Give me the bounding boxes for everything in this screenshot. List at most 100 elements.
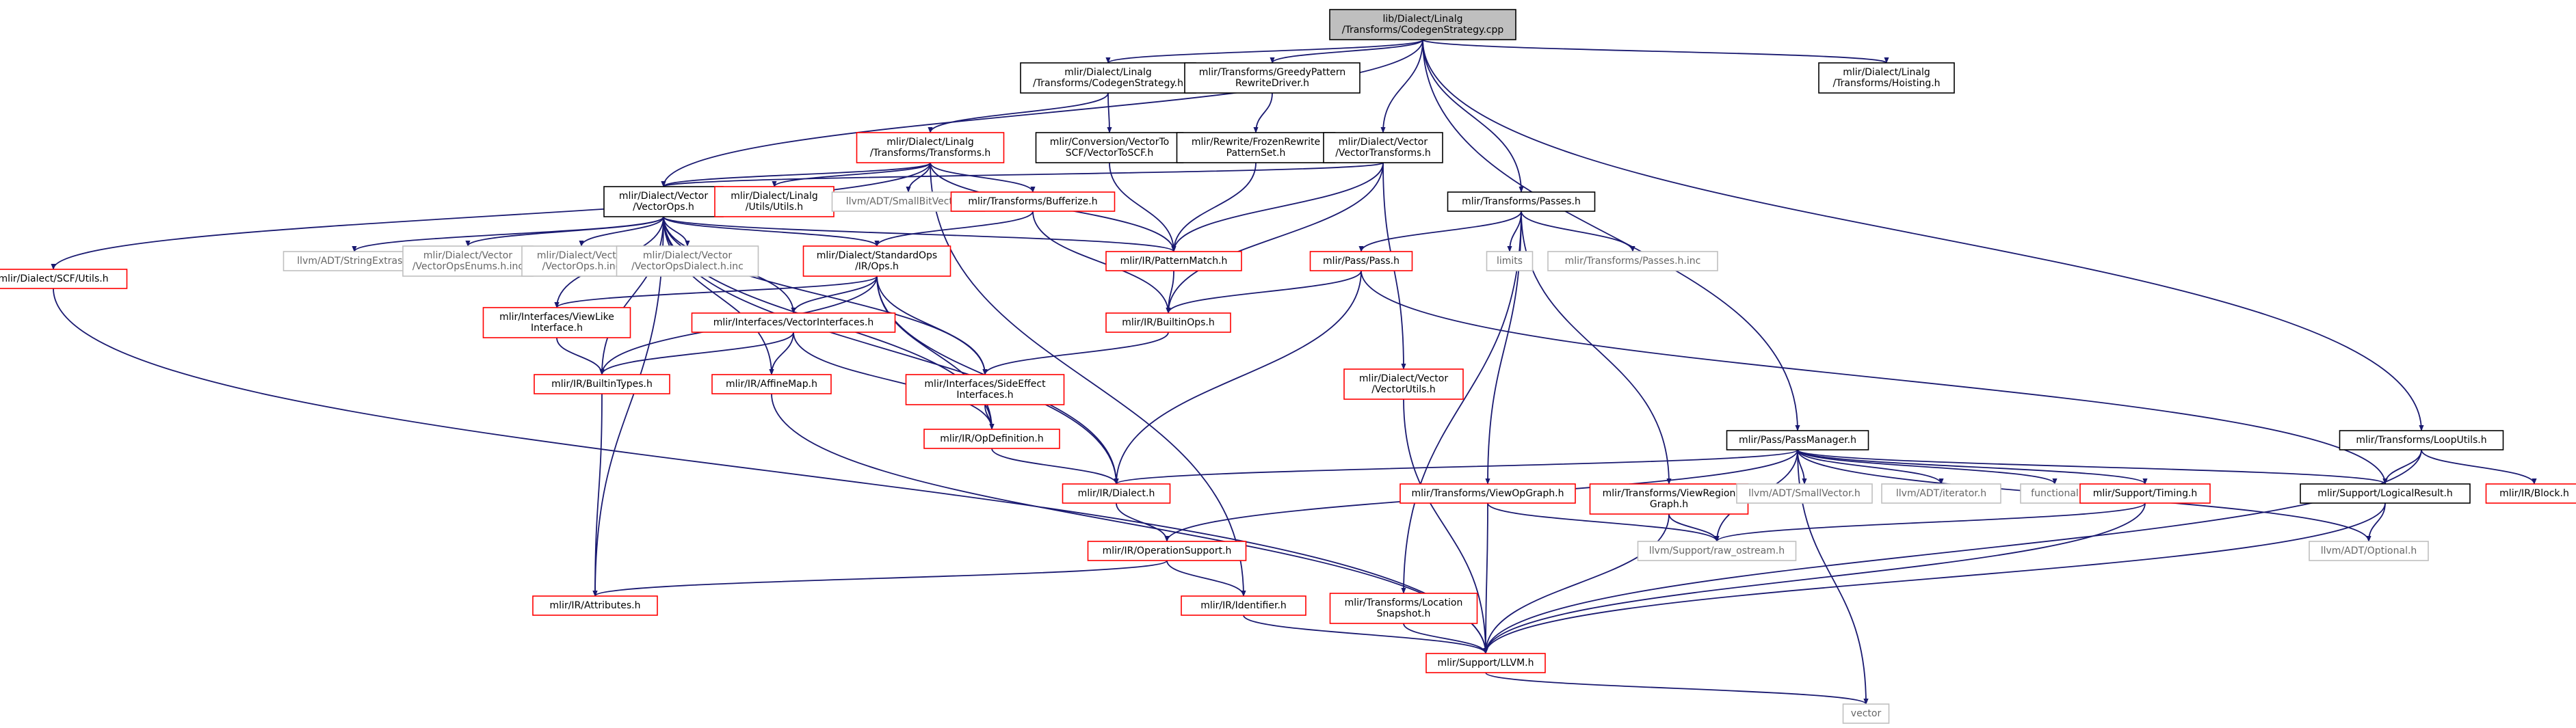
graph-node-llvmh[interactable]: mlir/Support/LLVM.h — [1425, 653, 1546, 673]
node-label: /VectorOpsEnums.h.inc — [412, 261, 523, 272]
edge-root-to-looputils — [1422, 39, 2424, 431]
node-label: llvm/ADT/Optional.h — [2321, 545, 2417, 556]
graph-node-cs[interactable]: mlir/Dialect/Linalg/Transforms/CodegenSt… — [1020, 62, 1196, 94]
edge-builtinops-to-sideeff — [982, 332, 1169, 375]
edge-viewreg-to-rawos — [1668, 513, 1720, 542]
node-box — [1447, 191, 1596, 212]
edge-pass-to-builtinops — [1166, 270, 1362, 314]
graph-node-builtinops[interactable]: mlir/IR/BuiltinOps.h — [1105, 312, 1231, 333]
graph-node-lutils[interactable]: mlir/Dialect/Linalg/Utils/Utils.h — [714, 186, 834, 217]
node-label: /IR/Ops.h — [855, 261, 899, 272]
graph-node-vt[interactable]: mlir/Dialect/Vector/VectorTransforms.h — [1323, 132, 1443, 163]
node-label: limits — [1497, 256, 1523, 267]
graph-node-logres[interactable]: mlir/Support/LogicalResult.h — [2300, 483, 2471, 504]
node-label: vector — [1851, 708, 1882, 719]
node-label: Snapshot.h — [1377, 608, 1431, 619]
node-box — [1309, 251, 1413, 271]
node-box — [402, 245, 534, 277]
edge-frozen-to-pm — [1171, 162, 1257, 252]
node-label: /VectorOps.h — [633, 202, 694, 213]
graph-node-timing[interactable]: mlir/Support/Timing.h — [2079, 483, 2211, 504]
graph-node-passesinc: mlir/Transforms/Passes.h.inc — [1547, 251, 1718, 271]
node-label: /Transforms/CodegenStrategy.cpp — [1342, 25, 1504, 36]
edge-vops-to-pm — [663, 216, 1177, 252]
graph-node-pass[interactable]: mlir/Pass/Pass.h — [1309, 251, 1413, 271]
graph-node-ident[interactable]: mlir/IR/Identifier.h — [1181, 595, 1306, 616]
node-label: mlir/Transforms/Passes.h.inc — [1565, 256, 1701, 267]
graph-node-v2scf[interactable]: mlir/Conversion/VectorToSCF/VectorToSCF.… — [1035, 132, 1184, 163]
edge-lt-to-buf — [930, 162, 1036, 193]
edge-looputils-to-logres — [2382, 449, 2422, 485]
node-label: mlir/Rewrite/FrozenRewrite — [1192, 137, 1320, 148]
node-box — [691, 312, 896, 333]
node-label: llvm/ADT/SmallVector.h — [1748, 488, 1861, 499]
node-label: mlir/Interfaces/ViewLike — [499, 312, 614, 323]
node-label: mlir/Interfaces/VectorInterfaces.h — [713, 317, 874, 328]
edge-opdef-to-dialect — [991, 448, 1119, 485]
graph-node-root[interactable]: lib/Dialect/Linalg/Transforms/CodegenStr… — [1329, 9, 1516, 40]
edge-passmgr-to-functional — [1797, 449, 2058, 485]
edge-v2scf-to-pm — [1109, 162, 1177, 252]
node-label: functional — [2031, 488, 2079, 499]
node-box — [1181, 595, 1306, 616]
graph-node-pm[interactable]: mlir/IR/PatternMatch.h — [1105, 251, 1242, 271]
graph-node-venums: mlir/Dialect/Vector/VectorOpsEnums.h.inc — [402, 245, 534, 277]
node-label: /VectorUtils.h — [1371, 384, 1435, 395]
node-label: mlir/IR/PatternMatch.h — [1120, 256, 1228, 267]
node-box — [714, 186, 834, 217]
graph-node-optional: llvm/ADT/Optional.h — [2309, 541, 2429, 561]
edge-sideeff-to-opdef — [984, 404, 995, 430]
edge-stdops-to-sideeff — [876, 275, 988, 375]
graph-node-affine[interactable]: mlir/IR/AffineMap.h — [711, 374, 832, 394]
node-label: Interface.h — [531, 323, 583, 334]
edge-timing-to-llvmh — [1483, 502, 2146, 654]
graph-node-passmgr[interactable]: mlir/Pass/PassManager.h — [1726, 430, 1869, 450]
edge-llvmh-to-vector — [1485, 672, 1869, 705]
graph-node-vops[interactable]: mlir/Dialect/Vector/VectorOps.h — [603, 186, 724, 217]
edge-vops-to-sideeff — [663, 216, 988, 375]
graph-node-vdialinc: mlir/Dialect/Vector/VectorOpsDialect.h.i… — [616, 245, 759, 277]
graph-node-vutils[interactable]: mlir/Dialect/Vector/VectorUtils.h — [1343, 368, 1464, 400]
graph-node-vecintf[interactable]: mlir/Interfaces/VectorInterfaces.h — [691, 312, 896, 333]
node-box — [1105, 312, 1231, 333]
graph-node-buf[interactable]: mlir/Transforms/Bufferize.h — [950, 191, 1116, 212]
edge-looputils-to-block — [2421, 449, 2537, 485]
graph-node-looputils[interactable]: mlir/Transforms/LoopUtils.h — [2339, 430, 2504, 450]
node-label: mlir/Transforms/Passes.h — [1462, 196, 1581, 207]
node-label: mlir/Transforms/ViewOpGraph.h — [1412, 488, 1564, 499]
graph-node-passes[interactable]: mlir/Transforms/Passes.h — [1447, 191, 1596, 212]
node-label: mlir/Pass/PassManager.h — [1739, 435, 1856, 446]
node-box — [1425, 653, 1546, 673]
graph-node-dialect[interactable]: mlir/IR/Dialect.h — [1062, 483, 1171, 504]
graph-node-stdops[interactable]: mlir/Dialect/StandardOps/IR/Ops.h — [802, 245, 951, 277]
graph-node-gpr[interactable]: mlir/Transforms/GreedyPatternRewriteDriv… — [1184, 62, 1361, 94]
edge-opsupport-to-ident — [1166, 560, 1246, 597]
graph-node-block[interactable]: mlir/IR/Block.h — [2485, 483, 2576, 504]
node-label: mlir/Dialect/Vector — [537, 250, 626, 261]
graph-node-hoist[interactable]: mlir/Dialect/Linalg/Transforms/Hoisting.… — [1818, 62, 1955, 94]
node-label: mlir/IR/Block.h — [2499, 488, 2569, 499]
graph-node-opsupport[interactable]: mlir/IR/OperationSupport.h — [1087, 541, 1247, 561]
edge-ident-to-llvmh — [1243, 615, 1488, 654]
edge-vt-to-pm — [1171, 162, 1384, 252]
graph-node-attrs[interactable]: mlir/IR/Attributes.h — [532, 595, 658, 616]
node-label: /VectorOps.h.inc — [542, 261, 621, 272]
edge-cs-to-v2scf — [1107, 92, 1112, 133]
graph-node-viewop[interactable]: mlir/Transforms/ViewOpGraph.h — [1399, 483, 1576, 504]
edge-vops-to-affine — [663, 216, 774, 375]
graph-node-limits: limits — [1486, 251, 1534, 271]
graph-node-btypes[interactable]: mlir/IR/BuiltinTypes.h — [534, 374, 670, 394]
graph-node-scfu[interactable]: mlir/Dialect/SCF/Utils.h — [0, 269, 128, 289]
node-box — [1881, 483, 2001, 504]
graph-node-opdef[interactable]: mlir/IR/OpDefinition.h — [923, 429, 1060, 449]
graph-node-lt[interactable]: mlir/Dialect/Linalg/Transforms/Transform… — [856, 132, 1005, 163]
node-box — [2485, 483, 2576, 504]
node-box — [1105, 251, 1242, 271]
node-label: mlir/Conversion/VectorTo — [1050, 137, 1169, 148]
